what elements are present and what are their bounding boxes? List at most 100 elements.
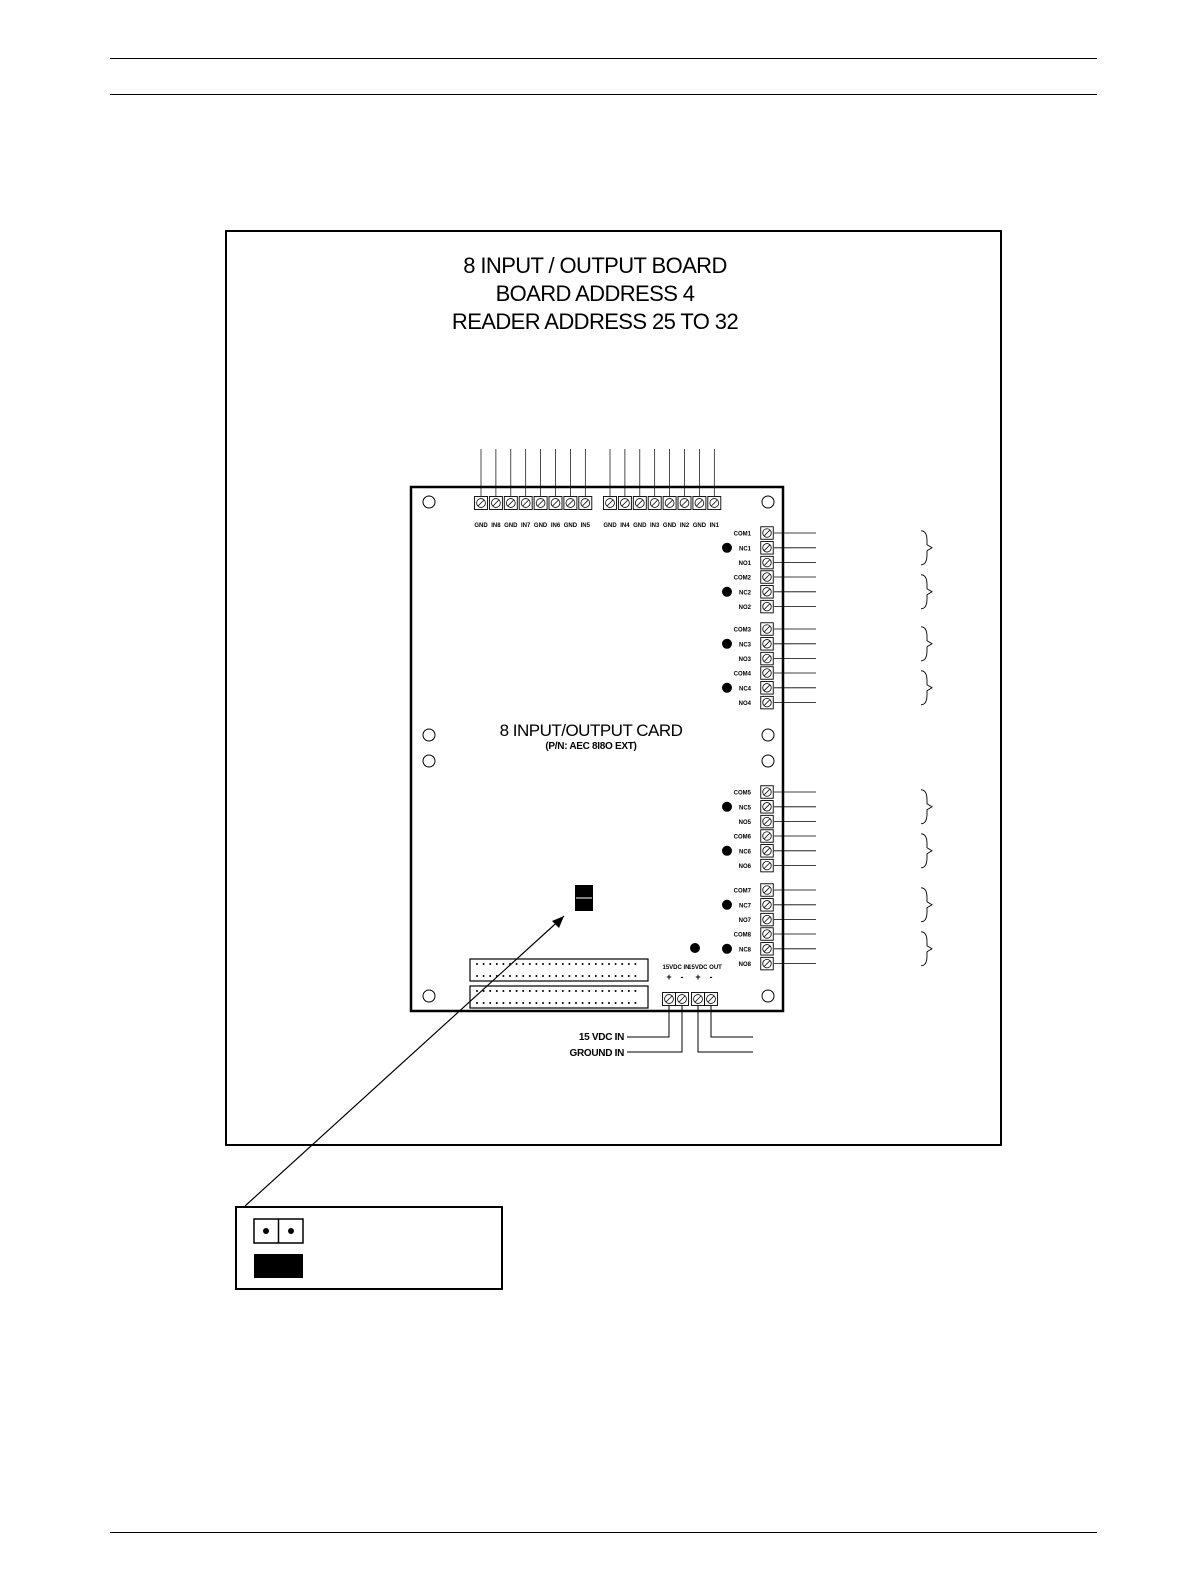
ribbon-pin [561, 1002, 564, 1004]
relay-terminal-label: COM5 [734, 791, 752, 797]
relay-terminal-label: COM4 [734, 672, 752, 678]
relay-terminal-label: COM7 [734, 889, 752, 895]
relay-terminal-label: NC1 [739, 546, 752, 552]
ribbon-pin [581, 975, 584, 977]
mounting-hole [761, 989, 775, 1003]
mounting-hole [761, 728, 775, 742]
relay-terminal-label: NC7 [739, 903, 752, 909]
mounting-hole [422, 754, 436, 768]
ribbon-pin [522, 990, 525, 992]
screw-terminal [692, 496, 707, 510]
ribbon-pin [581, 1002, 584, 1004]
ribbon-pin [476, 963, 478, 965]
ribbon-pin [522, 975, 525, 977]
mounting-hole [761, 495, 775, 509]
screw-terminal [760, 956, 774, 971]
ribbon-pin [634, 1002, 637, 1004]
screw-terminal [760, 651, 774, 666]
ribbon-pin [588, 975, 591, 977]
header-rule-top [110, 58, 1097, 59]
screw-terminal [760, 927, 774, 941]
ribbon-pin [502, 975, 505, 977]
screw-terminal [760, 785, 774, 799]
relay-group-brace [920, 931, 933, 967]
screw-terminal [760, 800, 774, 814]
ribbon-pin [502, 990, 505, 992]
ribbon-pin [561, 963, 564, 965]
ribbon-pin [509, 990, 511, 992]
screw-terminal [488, 496, 503, 510]
vdc-in-label: 15 VDC IN [579, 1032, 624, 1043]
ribbon-pin [502, 1002, 505, 1004]
screw-terminal [548, 496, 563, 510]
ribbon-pin [495, 1002, 498, 1004]
ribbon-pin [627, 975, 630, 977]
relay-terminal-label: COM2 [734, 576, 752, 582]
screw-terminal [603, 496, 617, 510]
input-terminal-label: GND [564, 523, 578, 529]
relay-status-led [722, 943, 732, 954]
card-name: 8 INPUT/OUTPUT CARD [500, 721, 683, 740]
jumper-callout-arrowhead [552, 916, 564, 928]
ribbon-pin [489, 975, 492, 977]
relay-terminal-label: NO2 [739, 605, 752, 611]
screw-terminal [760, 541, 774, 555]
relay-group-brace [920, 574, 933, 610]
ribbon-pin [495, 963, 498, 965]
ribbon-connectors [469, 958, 649, 1009]
screw-terminal [662, 992, 676, 1006]
power-leads [627, 1006, 753, 1053]
screw-terminal [760, 585, 774, 599]
screw-terminal [760, 942, 774, 956]
screw-terminal [760, 858, 774, 873]
ribbon-pin [522, 1002, 525, 1004]
screw-terminal [760, 666, 774, 680]
jumper-legend [253, 1218, 304, 1278]
input-terminal-label: GND [534, 523, 548, 529]
power-terminal-block: +-+- [662, 972, 718, 1006]
ribbon-pin [608, 975, 610, 977]
ribbon-pin [515, 963, 518, 965]
ribbon-pin [575, 963, 577, 965]
relay-status-led [722, 638, 732, 649]
jumper-closed-icon [254, 1254, 303, 1278]
relay-terminal-label: COM6 [734, 835, 752, 841]
ribbon-pin [482, 990, 485, 992]
screw-terminal [503, 496, 518, 510]
relay-terminal-label: COM8 [734, 933, 752, 939]
relay-terminal-label: NC8 [739, 947, 752, 953]
power-out-header: 15VDC OUT [688, 965, 722, 971]
input-terminal-label: IN7 [521, 523, 531, 529]
input-terminal-label: IN6 [551, 523, 561, 529]
relay-status-led [722, 542, 732, 553]
screw-terminal [647, 496, 662, 510]
ribbon-pin [568, 975, 571, 977]
ribbon-pin [542, 1002, 544, 1004]
ribbon-pin [548, 990, 551, 992]
ribbon-pin [594, 975, 597, 977]
screw-terminal [632, 496, 647, 510]
relay-terminal-label: NO3 [739, 657, 752, 663]
ribbon-pin [621, 963, 624, 965]
ribbon-pin [608, 990, 610, 992]
ribbon-pin [581, 990, 584, 992]
jumper-legend-box [235, 1206, 503, 1290]
ribbon-pin [621, 1002, 624, 1004]
relay-group-brace [920, 626, 933, 662]
ribbon-pin [608, 963, 610, 965]
ribbon-pin [535, 990, 538, 992]
screw-terminal [617, 496, 632, 510]
ribbon-pin [495, 990, 498, 992]
ribbon-pin [634, 975, 637, 977]
card-part-number: (P/N: AEC 8I8O EXT) [545, 741, 636, 752]
input-terminal-label: IN1 [710, 523, 720, 529]
screw-terminal [760, 622, 774, 636]
ribbon-pin [555, 975, 558, 977]
screw-terminal [760, 912, 774, 927]
screw-terminal [675, 992, 689, 1006]
ribbon-pin [561, 990, 564, 992]
relay-group-brace [920, 833, 933, 869]
relay-terminal-block: COM1NC1NO1COM2NC2NO2COM3NC3NO3COM4NC4NO4… [722, 526, 933, 971]
ribbon-pin [621, 975, 624, 977]
relay-group-brace [920, 530, 933, 566]
